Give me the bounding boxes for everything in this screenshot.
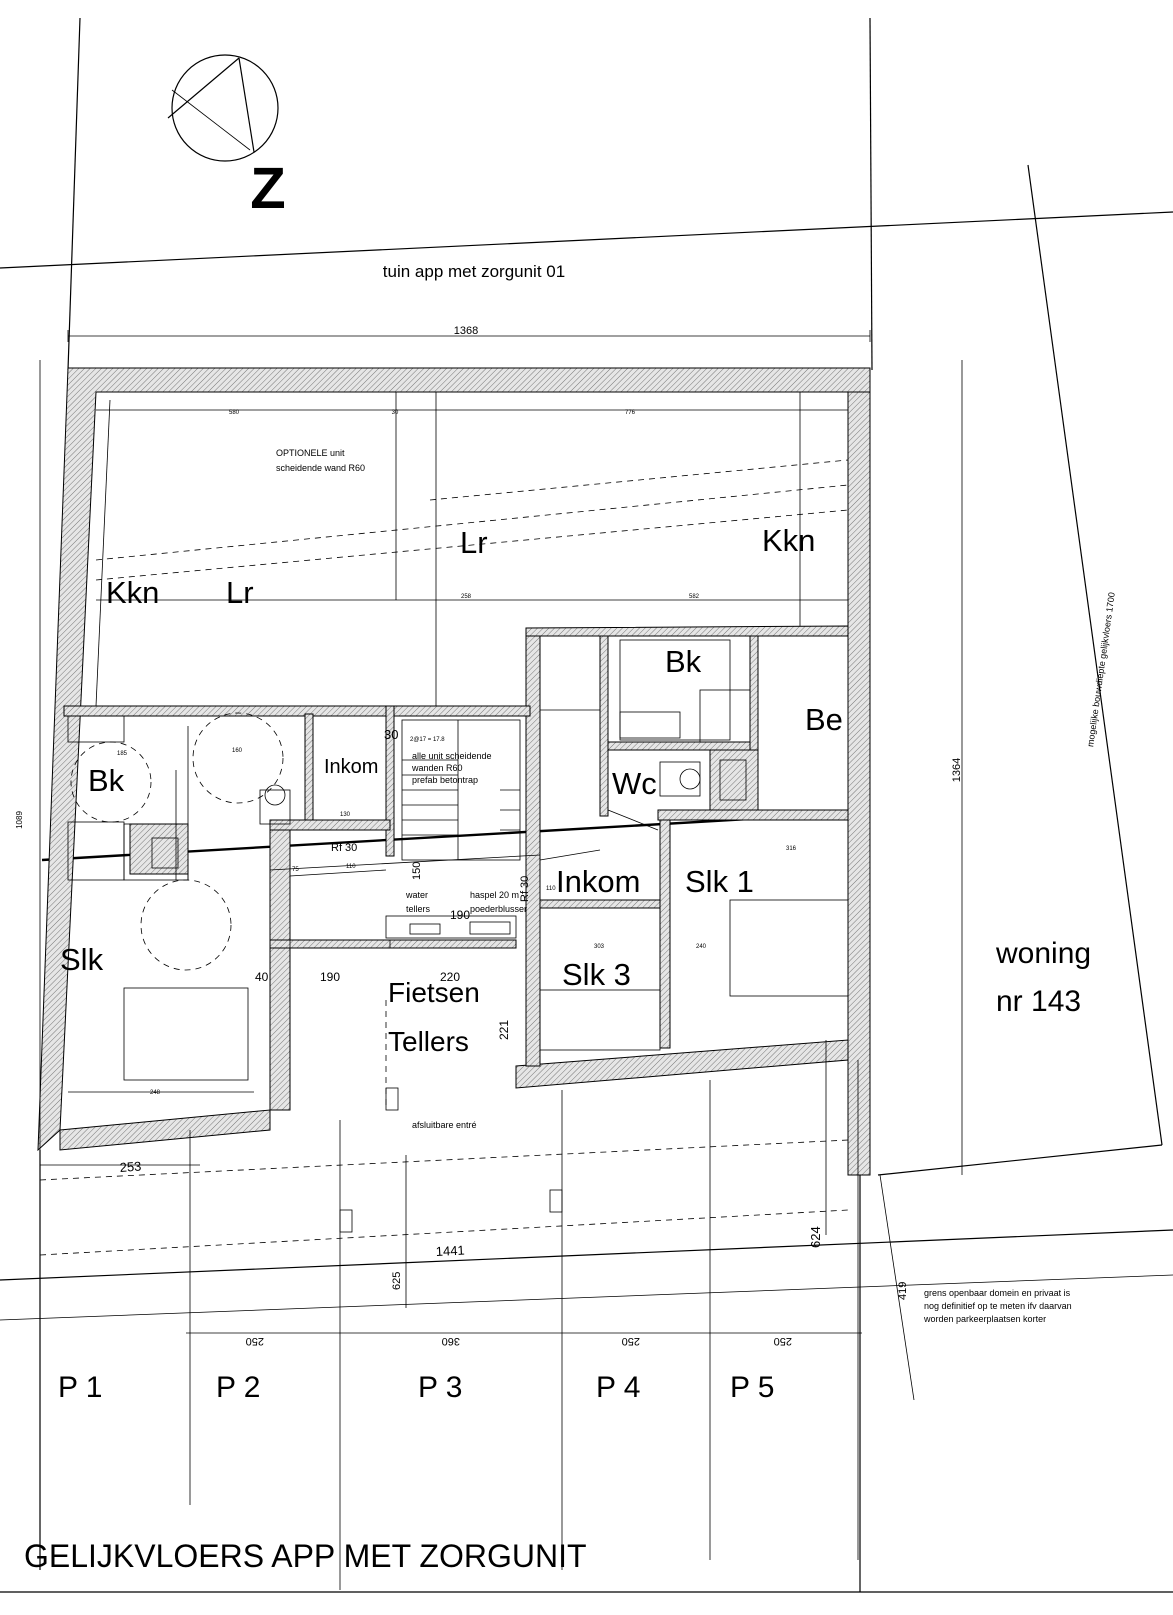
fire-rating-1: Rf 30	[331, 842, 357, 854]
room-wc: Wc	[612, 766, 657, 801]
room-slk3: Slk 3	[562, 957, 631, 992]
dim-419: 419	[897, 1282, 909, 1300]
room-be: Be	[805, 702, 843, 737]
room-kkn-left: Kkn	[106, 575, 159, 610]
parking-p2: P 2	[216, 1371, 261, 1404]
neighbour-line-1: woning	[995, 937, 1091, 970]
interior-details	[67, 392, 849, 1111]
room-bk-left: Bk	[88, 763, 125, 798]
optional-note-2: scheidende wand R60	[276, 463, 365, 473]
parking-p3: P 3	[418, 1371, 463, 1404]
parking-width-2: 360	[442, 1335, 460, 1347]
dim-316: 316	[786, 846, 797, 852]
dim-248: 248	[150, 1090, 161, 1096]
room-slk-left: Slk	[60, 942, 104, 977]
north-arrow-icon	[167, 54, 279, 162]
room-fietsen: Fietsen	[388, 977, 480, 1008]
dim-right-height: 1364	[951, 758, 963, 782]
dim-220: 220	[440, 970, 460, 984]
boundary-note-1: grens openbaar domein en privaat is	[924, 1288, 1071, 1298]
room-tellers: Tellers	[388, 1026, 469, 1057]
wall-note-3: prefab betontrap	[412, 775, 478, 785]
dim-625: 625	[391, 1272, 403, 1290]
dim-150: 150	[411, 862, 423, 880]
dim-190b: 190	[450, 908, 470, 922]
dim-top-width: 1368	[454, 325, 478, 337]
room-inkom-right: Inkom	[556, 864, 640, 899]
dim-580: 580	[229, 410, 240, 416]
utility-water: water	[405, 890, 428, 900]
dim-left-height: 1089	[15, 811, 24, 829]
dim-30: 30	[384, 727, 398, 742]
dim-240: 240	[696, 944, 707, 950]
dim-582: 582	[689, 594, 700, 600]
wall-note-2: wanden R60	[411, 763, 463, 773]
boundary-note-3: worden parkeerplaatsen korter	[923, 1314, 1046, 1324]
parking-width-1: 250	[246, 1335, 264, 1347]
fire-rating-2: Rf 30	[519, 876, 531, 902]
room-lr-right: Lr	[460, 525, 488, 560]
room-slk1: Slk 1	[685, 864, 754, 899]
room-bk-right: Bk	[665, 644, 702, 679]
dim-30-small: 30	[392, 410, 399, 416]
dim-110b: 110	[546, 886, 556, 892]
dim-130: 130	[340, 812, 351, 818]
stair-icon	[401, 719, 521, 861]
parking-p1: P 1	[58, 1371, 103, 1404]
boundary-note-2: nog definitief op te meten ifv daarvan	[924, 1301, 1072, 1311]
utility-haspel: haspel 20 m	[470, 890, 519, 900]
parking-width-4: 250	[774, 1335, 792, 1347]
plan-title: GELIJKVLOERS APP MET ZORGUNIT	[24, 1538, 587, 1574]
dim-624: 624	[808, 1226, 823, 1248]
room-inkom-left: Inkom	[324, 756, 378, 778]
parking-p4: P 4	[596, 1371, 641, 1404]
dim-1441: 1441	[435, 1243, 465, 1259]
room-lr-left: Lr	[226, 575, 254, 610]
parking-p5: P 5	[730, 1371, 775, 1404]
wall-note-1: alle unit scheidende	[412, 751, 492, 761]
dim-253: 253	[119, 1159, 142, 1175]
neighbour-line-2: nr 143	[996, 985, 1081, 1018]
outer-walls	[37, 367, 871, 1176]
garden-label: tuin app met zorgunit 01	[383, 262, 565, 281]
stair-note: 2@17 = 17.8	[410, 737, 445, 743]
room-kkn-right: Kkn	[762, 523, 815, 558]
utility-tellers: tellers	[406, 904, 431, 914]
dim-776: 776	[625, 410, 636, 416]
entrance-note: afsluitbare entré	[412, 1120, 477, 1130]
dimension-lines	[39, 330, 963, 1308]
dim-221: 221	[497, 1020, 511, 1040]
dim-160: 160	[232, 748, 243, 754]
dim-185: 185	[117, 751, 128, 757]
dim-75: 75	[292, 867, 299, 873]
dim-258: 258	[461, 594, 472, 600]
dim-110a: 110	[346, 864, 356, 870]
parking-width-3: 250	[622, 1335, 640, 1347]
dim-190a: 190	[320, 970, 340, 984]
optional-note-1: OPTIONELE unit	[276, 448, 345, 458]
utility-blusser: poederblusser	[470, 904, 527, 914]
north-letter: Z	[250, 156, 285, 221]
dim-40: 40	[255, 970, 269, 984]
dim-303: 303	[594, 944, 605, 950]
